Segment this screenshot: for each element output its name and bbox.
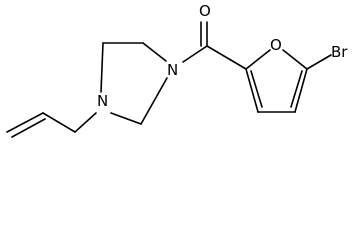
piperazine-bond-2 — [140, 77, 168, 125]
allyl-bond — [42, 112, 76, 133]
piperazine-n4-label: N — [97, 92, 108, 110]
furan-bond-c4-c5-inner — [290, 70, 303, 108]
furan-bond-c4-c5 — [294, 68, 308, 113]
n-to-carbonyl-bond — [182, 45, 208, 63]
carbonyl-to-furan-bond — [206, 45, 247, 70]
piperazine-bond-5 — [100, 42, 104, 93]
furan-bond-c2-c3-inner — [250, 70, 263, 108]
carbonyl-oxygen-label: O — [199, 2, 211, 20]
chemical-structure: O N N O Br — [6, 2, 348, 138]
piperazine-bond-1 — [110, 112, 142, 125]
piperazine-n1-label: N — [167, 61, 178, 79]
furan-bond-o-c2 — [245, 49, 271, 70]
c-br-bond — [306, 54, 332, 70]
bond-lines — [6, 21, 332, 138]
furan-bond-c5-o — [282, 49, 308, 70]
vinyl-double-bond-inner — [11, 118, 46, 138]
furan-oxygen-label: O — [270, 36, 282, 54]
piperazine-bond-3 — [142, 42, 167, 62]
furan-bond-c2-c3 — [245, 68, 259, 113]
allyl-to-n-bond — [74, 112, 97, 133]
bromine-label: Br — [331, 43, 348, 61]
vinyl-double-bond — [6, 112, 44, 133]
